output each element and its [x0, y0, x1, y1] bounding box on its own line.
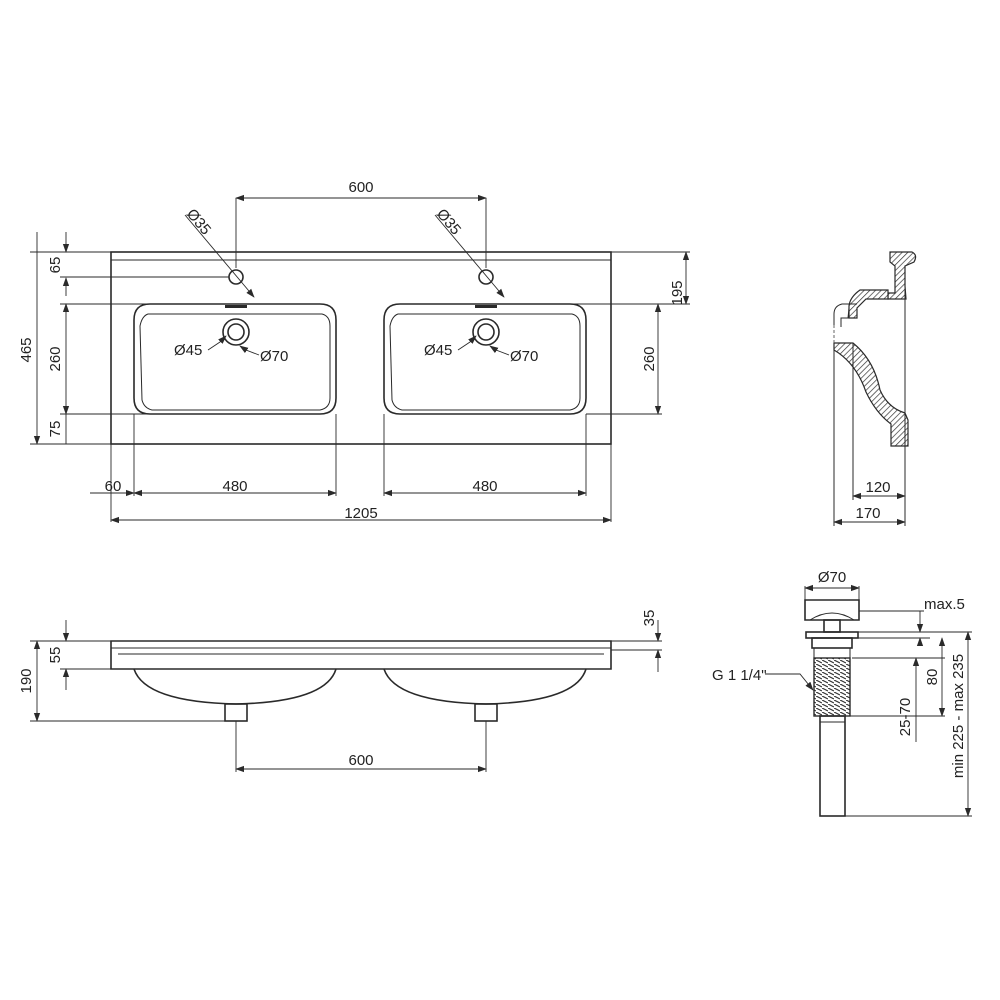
right-drain-outer: [472, 318, 500, 346]
side-section-bowl: [833, 342, 909, 447]
dim-drain-inner-right-label: Ø45: [424, 342, 452, 359]
dim-60-label: 60: [105, 478, 122, 495]
left-drain-outer: [222, 318, 250, 346]
dim-480-right-label: 480: [472, 478, 497, 495]
waste-collar: [811, 637, 853, 649]
dim-35-label: 35: [641, 610, 658, 627]
left-drain-inner: [227, 323, 245, 341]
right-tap-hole: [478, 269, 494, 285]
right-bowl-outer: [383, 303, 587, 415]
dim-465-label: 465: [18, 337, 35, 362]
dim-drain-outer-right-label: Ø70: [510, 348, 538, 365]
waste-detail-view: Ø70 max.5 80 25-70 min 225 - max 235 G 1…: [712, 569, 972, 817]
waste-cap: [804, 599, 860, 621]
dim-tap-hole-right-label: Ø35: [433, 206, 464, 239]
dim-tap-hole-left-label: Ø35: [183, 206, 214, 239]
dim-1205-label: 1205: [344, 505, 377, 522]
waste-stem: [823, 619, 841, 633]
right-overflow-slot: [475, 305, 497, 308]
front-right-drain: [474, 703, 498, 722]
front-elevation-view: 600 190 55 35: [18, 610, 662, 773]
dim-65-label: 65: [47, 257, 64, 274]
left-overflow-slot: [225, 305, 247, 308]
dim-600-top-label: 600: [348, 179, 373, 196]
dim-max5-label: max.5: [924, 596, 965, 613]
dim-drain-outer-left-label: Ø70: [260, 348, 288, 365]
dim-waste-diameter-label: Ø70: [818, 569, 846, 586]
front-right-bowl: [383, 668, 587, 705]
dim-25-70-label: 25-70: [897, 698, 914, 736]
waste-thread: [813, 657, 851, 717]
dim-260-right-label: 260: [641, 346, 658, 371]
plan-view: 600 Ø35 Ø35 Ø45 Ø70 Ø45 Ø70 465 65 260 7…: [18, 179, 690, 524]
waste-thread-label: G 1 1/4": [712, 667, 767, 684]
left-bowl-inner: [139, 313, 331, 411]
front-left-drain: [224, 703, 248, 722]
dim-190-label: 190: [18, 668, 35, 693]
dim-120-label: 120: [865, 479, 890, 496]
dim-260-left-label: 260: [47, 346, 64, 371]
dim-total-length-label: min 225 - max 235: [950, 654, 967, 778]
dim-195-label: 195: [669, 280, 686, 305]
dim-600-bottom-label: 600: [348, 752, 373, 769]
dim-drain-inner-left-label: Ø45: [174, 342, 202, 359]
side-section-overflow: [848, 289, 889, 319]
side-section-rim: [887, 251, 917, 300]
waste-tailpipe: [819, 715, 846, 817]
front-left-bowl: [133, 668, 337, 705]
front-top-slab: [110, 640, 612, 670]
right-drain-inner: [477, 323, 495, 341]
side-section-view: 120 170: [833, 251, 917, 526]
dim-55-label: 55: [47, 647, 64, 664]
right-bowl-inner: [389, 313, 581, 411]
side-section-spout: [833, 303, 857, 327]
left-bowl-outer: [133, 303, 337, 415]
basin-outline-plan: [110, 251, 612, 445]
dim-170-label: 170: [855, 505, 880, 522]
dim-80-label: 80: [924, 669, 941, 686]
dim-75-label: 75: [47, 421, 64, 438]
dim-480-left-label: 480: [222, 478, 247, 495]
waste-flange: [805, 631, 859, 639]
